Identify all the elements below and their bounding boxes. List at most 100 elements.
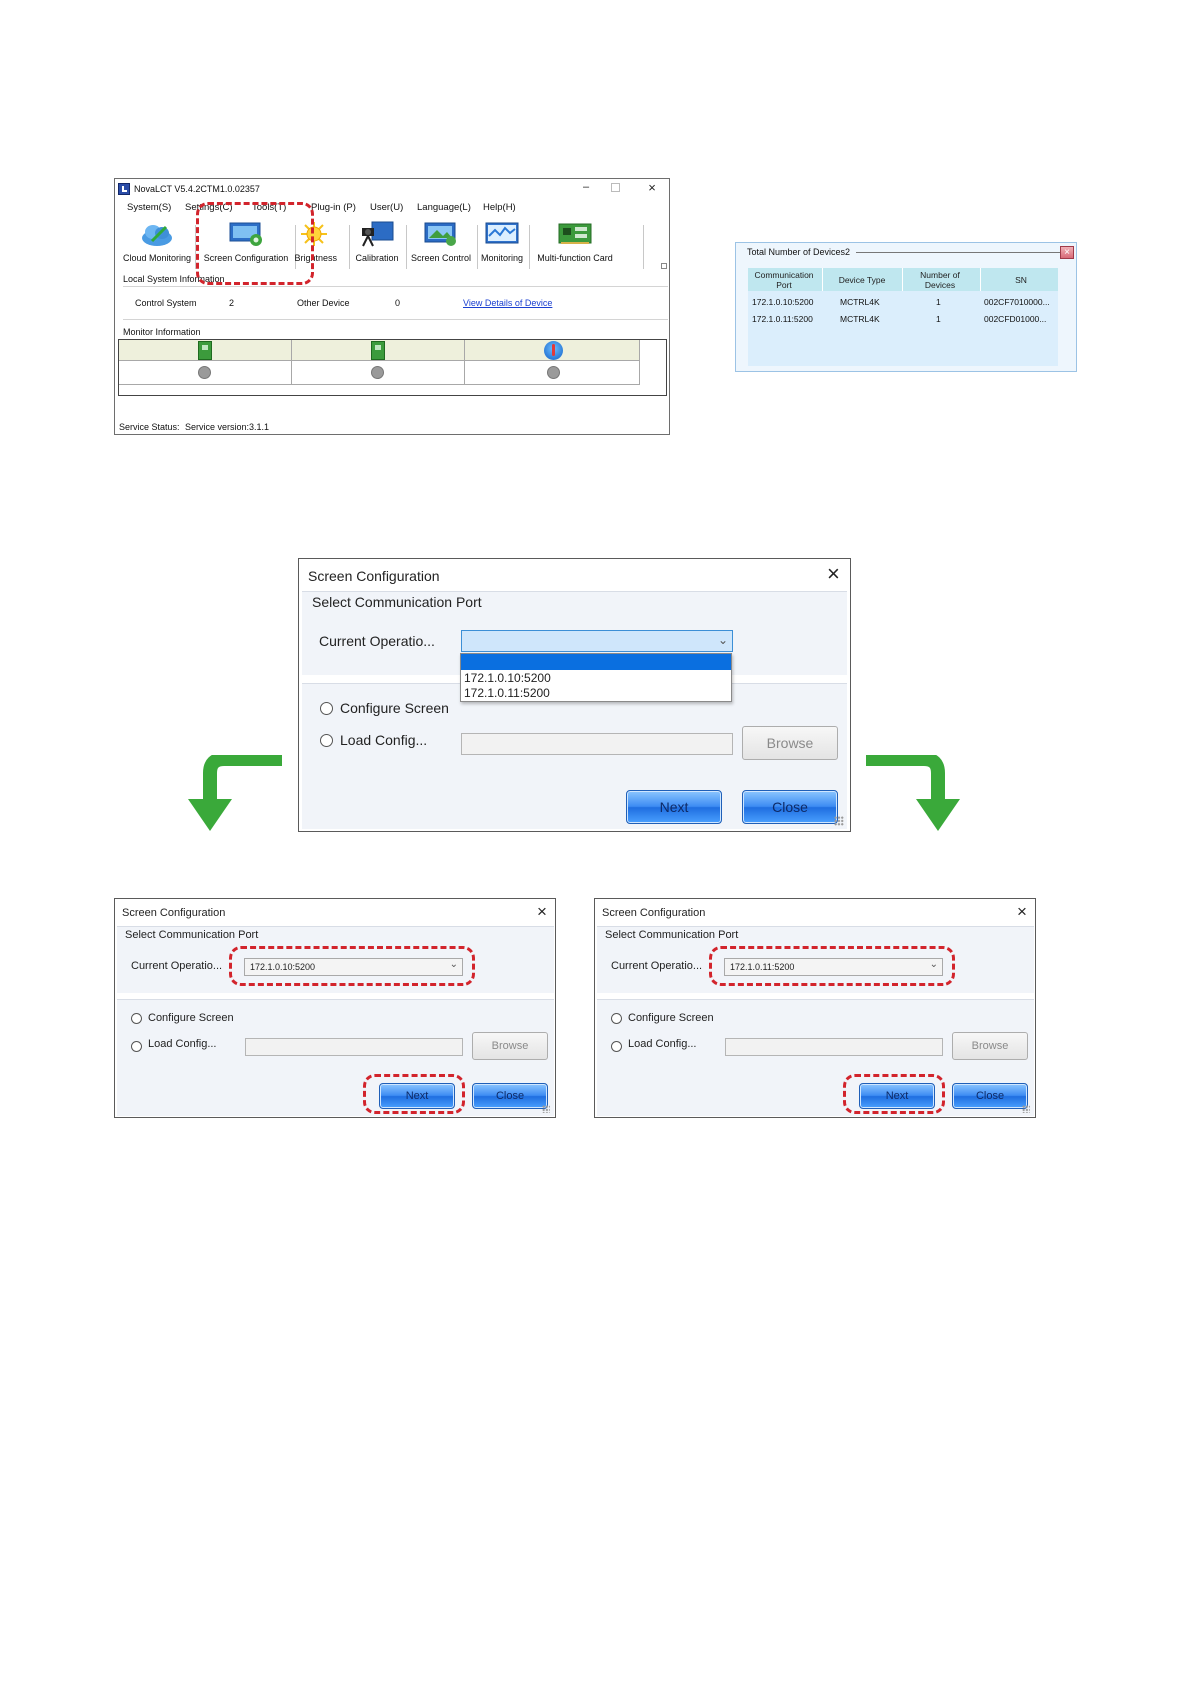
tool-screen-configuration[interactable]: Screen Configuration — [199, 221, 293, 271]
dropdown-option[interactable]: 172.1.0.10:5200 — [464, 671, 551, 685]
monitor-column — [465, 340, 640, 384]
toolbar-separator — [477, 225, 478, 269]
next-button[interactable]: Next — [379, 1083, 455, 1109]
tool-label: Brightness — [294, 253, 337, 263]
menu-settings[interactable]: Settings(C) — [185, 202, 233, 213]
resize-grip[interactable] — [1022, 1105, 1030, 1113]
tool-cloud-monitoring[interactable]: Cloud Monitoring — [121, 221, 193, 271]
brightness-icon — [297, 221, 331, 247]
port-panel: Select Communication Port Current Operat… — [117, 926, 554, 993]
close-button[interactable]: Close — [472, 1083, 548, 1109]
tool-label: Monitoring — [480, 253, 524, 263]
window-title: NovaLCT V5.4.2CTM1.0.02357 — [134, 184, 260, 194]
tool-label: Calibration — [355, 253, 399, 263]
tool-screen-control[interactable]: Screen Control — [407, 221, 475, 271]
dialog-close-icon[interactable]: × — [1017, 902, 1027, 921]
selected-value: 172.1.0.10:5200 — [250, 962, 316, 972]
screen-config-dialog-right: Screen Configuration × Select Communicat… — [594, 898, 1036, 1118]
dialog-close-icon[interactable]: × — [827, 561, 840, 586]
left-green-arrow-icon — [188, 755, 282, 831]
calibration-icon — [360, 221, 394, 247]
status-dot — [371, 366, 384, 379]
resize-grip[interactable] — [542, 1105, 550, 1113]
chevron-down-icon: ⌄ — [929, 959, 938, 970]
view-details-link[interactable]: View Details of Device — [463, 298, 553, 308]
toolbar-overflow-icon[interactable] — [661, 263, 667, 269]
load-config-radio[interactable] — [320, 734, 333, 747]
dropdown-highlight — [461, 654, 731, 670]
tool-multi-function-card[interactable]: Multi-function Card — [529, 221, 621, 271]
config-path-field[interactable] — [725, 1038, 943, 1056]
configure-screen-radio[interactable] — [320, 702, 333, 715]
tool-brightness[interactable]: Brightness — [291, 221, 343, 271]
current-operation-select[interactable]: ⌄ — [461, 630, 733, 652]
configure-screen-label[interactable]: Configure Screen — [148, 1012, 234, 1024]
close-button[interactable]: Close — [742, 790, 838, 824]
column-header: Number of Devices — [920, 270, 960, 290]
load-config-label[interactable]: Load Config... — [340, 732, 428, 748]
dropdown-option[interactable]: 172.1.0.11:5200 — [464, 686, 550, 700]
dialog-close-icon[interactable]: × — [537, 902, 547, 921]
section-title: Select Communication Port — [312, 594, 482, 610]
monitor-grid-footer-line — [119, 384, 640, 385]
monitor-info-heading: Monitor Information — [123, 327, 201, 337]
control-card-icon — [371, 341, 385, 360]
menu-help[interactable]: Help(H) — [483, 202, 516, 213]
browse-button[interactable]: Browse — [952, 1032, 1028, 1060]
menu-language[interactable]: Language(L) — [417, 202, 471, 213]
right-green-arrow-icon — [866, 755, 960, 831]
browse-button[interactable]: Browse — [472, 1032, 548, 1060]
toolbar-separator — [195, 225, 196, 269]
maximize-button[interactable] — [611, 183, 620, 192]
novalct-main-window: NovaLCT V5.4.2CTM1.0.02357 – × System(S)… — [114, 178, 670, 435]
current-operation-select[interactable]: 172.1.0.10:5200 ⌄ — [244, 958, 463, 976]
menu-user[interactable]: User(U) — [370, 202, 404, 213]
popup-close-icon[interactable]: × — [1060, 246, 1074, 259]
popup-group-line — [856, 252, 1066, 253]
config-path-field[interactable] — [245, 1038, 463, 1056]
table-cell: MCTRL4K — [840, 314, 880, 324]
tool-calibration[interactable]: Calibration — [351, 221, 403, 271]
port-select-highlight — [229, 946, 475, 986]
screen-config-dialog-left: Screen Configuration × Select Communicat… — [114, 898, 556, 1118]
section-title: Select Communication Port — [125, 929, 259, 941]
table-cell: 172.1.0.10:5200 — [752, 297, 814, 307]
column-header: SN — [1015, 275, 1027, 285]
configure-screen-radio[interactable] — [611, 1013, 622, 1024]
configure-screen-radio[interactable] — [131, 1013, 142, 1024]
table-cell: 1 — [936, 297, 941, 307]
chevron-down-icon: ⌄ — [717, 633, 728, 647]
load-config-radio[interactable] — [611, 1041, 622, 1052]
next-button[interactable]: Next — [859, 1083, 935, 1109]
monitor-column — [119, 340, 292, 384]
load-config-label[interactable]: Load Config... — [628, 1038, 697, 1050]
status-dot — [198, 366, 211, 379]
browse-button[interactable]: Browse — [742, 726, 838, 760]
options-panel: Configure Screen Load Config... Browse N… — [597, 999, 1034, 1116]
tool-label: Screen Control — [410, 253, 472, 263]
menu-plugin[interactable]: Plug-in (P) — [311, 202, 356, 213]
cloud-monitoring-icon — [140, 221, 174, 247]
configure-screen-label[interactable]: Configure Screen — [628, 1012, 714, 1024]
close-button[interactable]: Close — [952, 1083, 1028, 1109]
options-panel: Configure Screen Load Config... Browse N… — [302, 683, 847, 829]
load-config-radio[interactable] — [131, 1041, 142, 1052]
resize-grip[interactable] — [834, 816, 844, 826]
load-config-label[interactable]: Load Config... — [148, 1038, 217, 1050]
menu-tools[interactable]: Tools(T) — [252, 202, 287, 213]
config-path-field[interactable] — [461, 733, 733, 755]
tool-monitoring[interactable]: Monitoring — [477, 221, 527, 271]
configure-screen-label[interactable]: Configure Screen — [340, 700, 449, 716]
service-status-value: Service version:3.1.1 — [185, 422, 270, 432]
current-operation-select[interactable]: 172.1.0.11:5200 ⌄ — [724, 958, 943, 976]
next-button[interactable]: Next — [626, 790, 722, 824]
service-status-label: Service Status: — [119, 422, 180, 432]
toolbar-separator — [406, 225, 407, 269]
close-window-button[interactable]: × — [648, 180, 656, 195]
menu-system[interactable]: System(S) — [127, 202, 172, 213]
minimize-button[interactable]: – — [582, 181, 590, 193]
app-logo-icon — [118, 183, 130, 195]
section-title: Select Communication Port — [605, 929, 739, 941]
column-header: Communication Port — [754, 270, 814, 290]
table-cell: 002CFD01000... — [984, 314, 1047, 324]
